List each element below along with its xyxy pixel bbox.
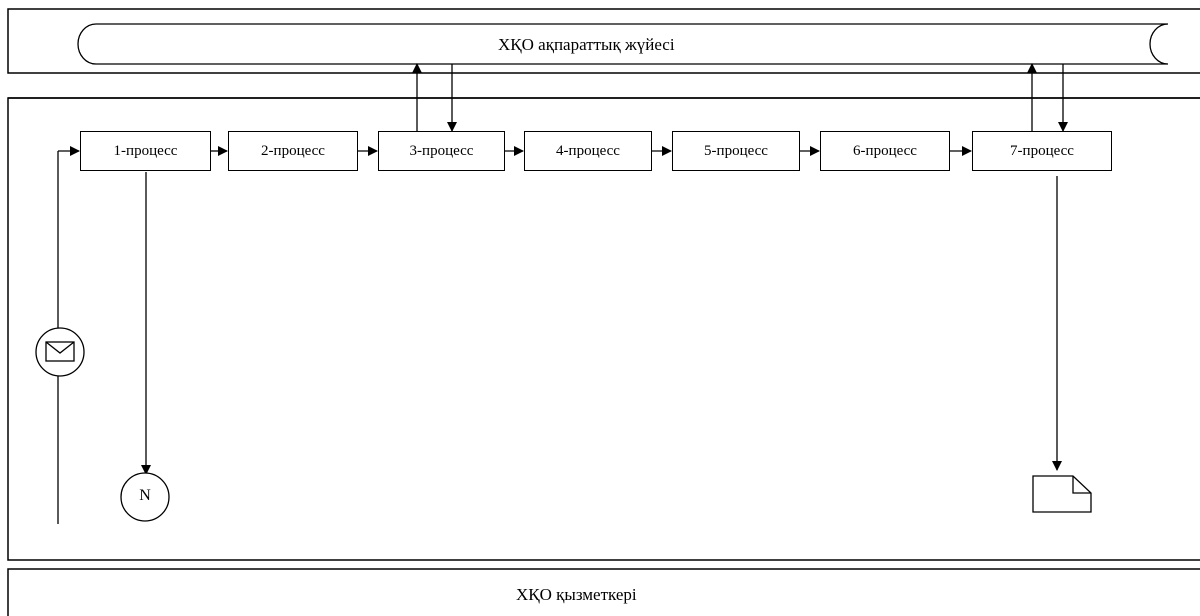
employee-lane [7,568,1200,616]
connector-circle [120,472,170,522]
process-box-3: 3-процесс [378,131,505,171]
employee-lane-label: ХҚО қызметкері [516,585,637,604]
process-box-6: 6-процесс [820,131,950,171]
process-box-1: 1-процесс [80,131,211,171]
database-cylinder [77,23,1169,65]
connector-label: N [139,487,151,504]
document-icon [1032,475,1092,513]
envelope-icon [35,327,85,377]
process-box-5: 5-процесс [672,131,800,171]
process-box-4: 4-процесс [524,131,652,171]
process-box-2: 2-процесс [228,131,358,171]
process-box-7: 7-процесс [972,131,1112,171]
process-lane [7,97,1200,561]
system-lane-label: ХҚО ақпараттық жүйесі [498,35,675,54]
